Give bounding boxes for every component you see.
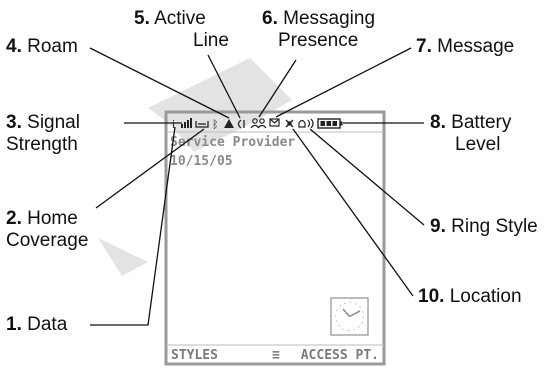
callout-number: 2. <box>6 208 22 229</box>
leader-roam <box>89 47 230 119</box>
status-icon-row: i ᛒ <box>172 118 343 131</box>
callout-number: 4. <box>6 36 22 57</box>
callout-label-line2: Strength <box>6 134 78 155</box>
callout-number: 8. <box>430 112 446 133</box>
callout-label-line2: Presence <box>278 30 359 51</box>
callout-label-line2: Level <box>455 134 501 155</box>
menu-key-icon[interactable]: ≡ <box>272 348 280 363</box>
callout-data: 1. Data <box>6 314 67 336</box>
leader-active-line <box>207 54 241 119</box>
callout-label: Message <box>437 36 515 57</box>
callout-label: Battery <box>451 112 512 133</box>
callout-number: 10. <box>418 286 445 307</box>
callout-number: 1. <box>6 314 22 335</box>
signal-strength-icon <box>181 118 192 128</box>
data-icon: i <box>172 118 175 131</box>
battery-level-icon <box>317 118 343 129</box>
callout-ring-style: 9. Ring Style <box>430 216 538 238</box>
callout-active-line: 5. Active Line <box>134 8 229 52</box>
leader-location <box>292 128 414 297</box>
callout-roam: 4. Roam <box>6 36 78 58</box>
callout-label: Data <box>27 314 68 335</box>
date-text: 10/15/05 <box>170 154 233 169</box>
leader-data <box>90 126 176 326</box>
leader-home-coverage <box>95 128 205 209</box>
callout-number: 5. <box>134 8 150 29</box>
callout-number: 7. <box>416 36 432 57</box>
left-softkey-styles[interactable]: STYLES <box>171 348 218 363</box>
callout-label: Roam <box>27 36 78 57</box>
callout-label-line2: Coverage <box>6 230 89 251</box>
callout-number: 9. <box>430 216 446 237</box>
callout-number: 6. <box>262 8 278 29</box>
leader-ring-style <box>309 128 425 226</box>
leader-lines <box>89 47 425 326</box>
leader-messaging-presence <box>258 59 297 118</box>
callout-battery-level: 8. Battery Level <box>430 112 511 156</box>
active-line-icon <box>237 119 245 129</box>
bluetooth-icon: ᛒ <box>212 118 219 131</box>
service-provider-text: Service Provider <box>170 135 295 150</box>
callout-location: 10. Location <box>418 286 522 308</box>
message-icon <box>269 118 280 127</box>
callout-label: Location <box>449 286 522 307</box>
messaging-presence-icon <box>250 118 267 129</box>
callout-label: Active <box>154 8 206 29</box>
callout-messaging-presence: 6. Messaging Presence <box>262 8 375 52</box>
ring-style-icon <box>298 118 314 129</box>
home-coverage-icon <box>195 121 209 128</box>
callout-label: Ring Style <box>451 216 538 237</box>
callout-home-coverage: 2. Home Coverage <box>6 208 88 252</box>
right-softkey-access-point[interactable]: ACCESS PT. <box>301 348 379 363</box>
callout-label: Home <box>27 208 78 229</box>
roam-icon <box>224 119 234 128</box>
callout-number: 3. <box>6 112 22 133</box>
callout-message: 7. Message <box>416 36 514 58</box>
leader-message <box>275 47 412 118</box>
callout-signal-strength: 3. Signal Strength <box>6 112 80 156</box>
location-icon <box>285 119 294 128</box>
phone-screen-frame <box>164 110 386 366</box>
callout-label-line2: Line <box>193 30 229 51</box>
clock-icon <box>330 297 369 336</box>
callout-label: Messaging <box>283 8 376 29</box>
callout-label: Signal <box>27 112 80 133</box>
